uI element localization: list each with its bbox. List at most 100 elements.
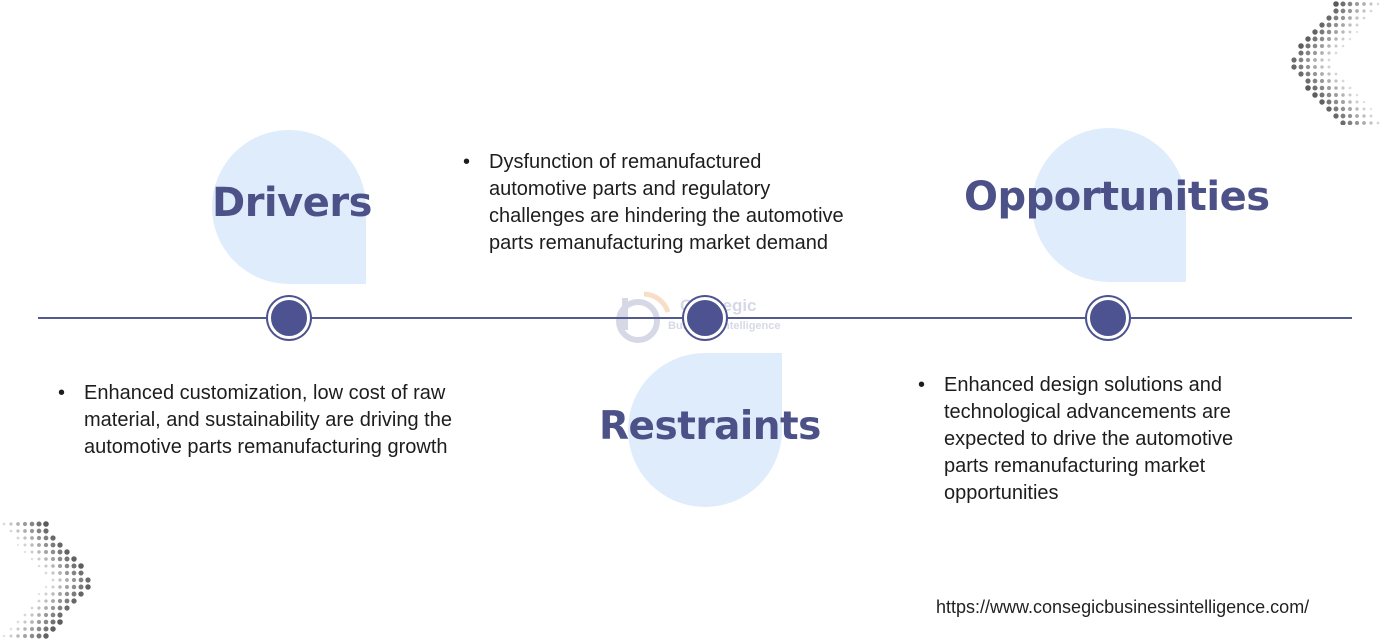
decor-dot: [1369, 121, 1373, 125]
decor-dot: [1313, 65, 1317, 69]
decor-dot: [36, 521, 42, 527]
decor-dot: [1305, 64, 1311, 70]
decor-dot: [23, 627, 27, 631]
dotted-chevron-right-icon: [2, 521, 91, 639]
decor-dot: [36, 633, 42, 639]
decor-dot: [1326, 22, 1332, 28]
decor-dot: [37, 564, 41, 568]
decor-dot: [51, 585, 55, 589]
decor-dot: [1369, 9, 1373, 13]
drivers-bubble: [212, 130, 366, 284]
decor-dot: [50, 626, 56, 632]
decor-dot: [1348, 86, 1352, 90]
decor-dot: [64, 563, 70, 569]
opportunities-bubble: [1032, 128, 1186, 282]
decor-dot: [85, 577, 91, 583]
decor-dot: [30, 543, 34, 547]
decor-dot: [23, 536, 27, 540]
decor-dot: [1369, 107, 1373, 111]
text-line: Dysfunction of remanufactured: [489, 151, 762, 173]
decor-dot: [1319, 29, 1325, 35]
decor-dot: [50, 619, 56, 625]
decor-dot: [1341, 86, 1345, 90]
drivers-text: Enhanced customization, low cost of raw …: [84, 380, 452, 461]
decor-dot: [1347, 1, 1353, 7]
decor-dot: [44, 592, 48, 596]
opportunities-text: Enhanced design solutions and technologi…: [944, 372, 1233, 507]
decor-dot: [1354, 120, 1360, 125]
decor-dot: [1355, 9, 1359, 13]
text-line: automotive parts and regulatory: [489, 178, 771, 200]
decor-dot: [30, 550, 34, 554]
decor-dot: [44, 564, 48, 568]
decor-dot: [64, 598, 70, 604]
decor-dot: [1341, 23, 1345, 27]
decor-dot: [16, 543, 20, 547]
decor-dot: [1355, 100, 1359, 104]
decor-dot: [29, 521, 35, 527]
decor-dot: [1298, 64, 1304, 70]
decor-dot: [36, 535, 42, 541]
source-url[interactable]: https://www.consegicbusinessintelligence…: [936, 597, 1310, 617]
decor-dot: [16, 634, 20, 638]
decor-dot: [43, 633, 49, 639]
decor-dot: [1348, 23, 1352, 27]
text-line: opportunities: [944, 482, 1059, 504]
decor-dot: [1333, 92, 1339, 98]
decor-dot: [1298, 50, 1304, 56]
restraints-bullet: • Dysfunction of remanufactured automoti…: [463, 149, 933, 259]
decor-dot: [1347, 113, 1353, 119]
decor-dot: [1340, 120, 1346, 125]
decor-dot: [1298, 57, 1304, 63]
decor-dot: [1355, 30, 1359, 34]
decor-dot: [1376, 2, 1380, 6]
decor-dot: [1305, 36, 1311, 42]
dotted-chevron-left-icon: [1291, 1, 1380, 125]
decor-dot: [78, 563, 84, 569]
decor-dot: [1348, 37, 1352, 41]
decor-dot: [1334, 86, 1338, 90]
decor-dot: [1312, 43, 1318, 49]
decor-dot: [44, 550, 48, 554]
decor-dot: [1355, 93, 1359, 97]
decor-dot: [1333, 106, 1339, 112]
decor-dot: [36, 528, 42, 534]
restraints-text: Dysfunction of remanufactured automotive…: [489, 149, 844, 257]
decor-dot: [1313, 58, 1317, 62]
decor-dot: [1355, 107, 1359, 111]
decor-dot: [22, 521, 28, 527]
decor-dot: [37, 543, 41, 547]
decor-dot: [1305, 43, 1311, 49]
decor-dot: [57, 605, 63, 611]
decor-dot: [50, 535, 56, 541]
decor-dot: [1341, 30, 1345, 34]
decor-dot: [37, 599, 41, 603]
text-line: material, and sustainability are driving…: [84, 409, 452, 431]
decor-dot: [43, 528, 49, 534]
decor-dot: [37, 592, 41, 596]
decor-dot: [64, 605, 70, 611]
decor-dot: [37, 550, 41, 554]
decor-dot: [1334, 51, 1338, 55]
decor-dot: [9, 522, 13, 526]
decor-dot: [1327, 58, 1331, 62]
decor-dot: [1326, 15, 1332, 21]
decor-dot: [1348, 16, 1352, 20]
restraints-bubble: [628, 353, 782, 507]
decor-dot: [51, 599, 55, 603]
decor-dot: [1327, 65, 1331, 69]
decor-dot: [1333, 1, 1339, 7]
decor-dot: [1319, 78, 1325, 84]
decor-dot: [1305, 57, 1311, 63]
text-line: parts remanufacturing market demand: [489, 232, 829, 254]
decor-dot: [23, 620, 27, 624]
decor-dot: [1340, 1, 1346, 7]
decor-dot: [23, 613, 27, 617]
decor-dot: [1312, 71, 1318, 77]
decor-dot: [1362, 9, 1366, 13]
decor-dot: [1326, 85, 1332, 91]
decor-dot: [43, 612, 49, 618]
bullet-dot: •: [463, 151, 471, 173]
text-line: challenges are hindering the automotive: [489, 205, 844, 227]
